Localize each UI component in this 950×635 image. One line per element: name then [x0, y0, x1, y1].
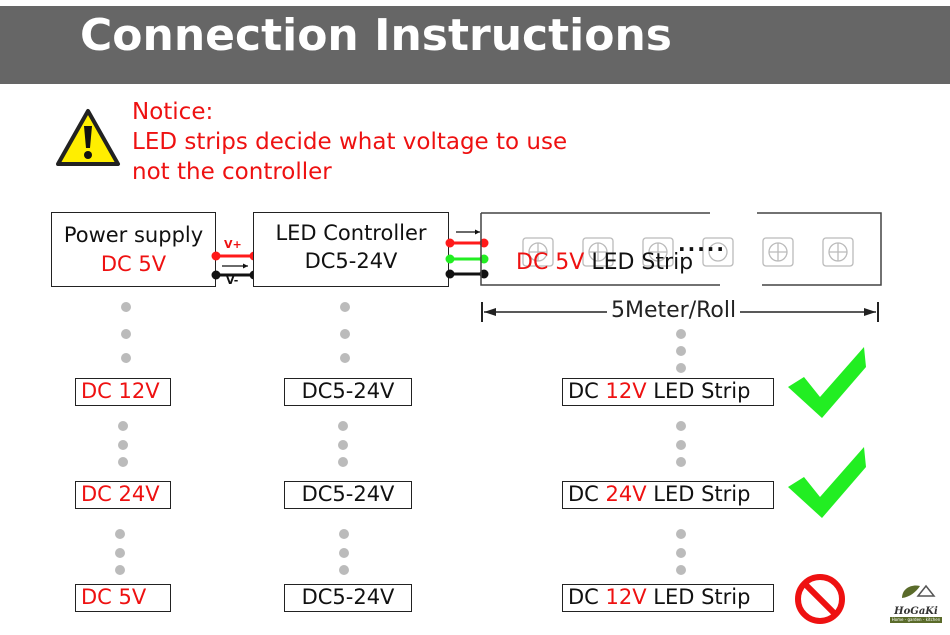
checkmark-icon	[788, 347, 866, 418]
row-2-strip: DC 24V LED Strip	[562, 481, 774, 509]
notice-line-2: not the controller	[132, 159, 332, 185]
connector-dot	[676, 329, 686, 339]
notice-line-1: LED strips decide what voltage to use	[132, 129, 568, 155]
header-bar	[0, 6, 950, 84]
row-2-supply: DC 24V	[75, 481, 171, 509]
brand-logo: HoGaKi Home - garden - kitchen	[890, 580, 942, 624]
connector-dot	[676, 565, 686, 575]
led-chip-icons	[522, 237, 854, 267]
row-3-strip: DC 12V LED Strip	[562, 584, 774, 612]
connector-dot	[676, 548, 686, 558]
prohibited-icon	[795, 574, 845, 624]
row-1-controller: DC5-24V	[284, 378, 412, 406]
positive-label: V+	[224, 238, 242, 251]
controller-box: LED Controller DC5-24V	[253, 212, 449, 287]
connector-dot	[121, 353, 131, 363]
connector-dot	[338, 457, 348, 467]
logo-tagline: Home - garden - kitchen	[890, 617, 942, 623]
connector-dot	[118, 440, 128, 450]
controller-voltage: DC5-24V	[304, 249, 398, 273]
power-supply-box: Power supply DC 5V	[51, 212, 216, 287]
length-label: 5Meter/Roll	[607, 298, 741, 323]
row-3-strip-voltage: 12V	[605, 585, 647, 609]
connector-dot	[676, 529, 686, 539]
connector-dot	[340, 353, 350, 363]
connector-dot	[676, 457, 686, 467]
row-1-strip-voltage: 12V	[605, 379, 647, 403]
power-supply-voltage: DC 5V	[100, 252, 167, 276]
strip-voltage: DC 5V	[516, 250, 585, 275]
connector-dot	[115, 565, 125, 575]
connector-dot	[676, 363, 686, 373]
row-2-strip-voltage: 24V	[605, 482, 647, 506]
connector-dot	[676, 440, 686, 450]
checkmark-icon	[788, 447, 866, 518]
connector-dot	[338, 421, 348, 431]
logo-name: HoGaKi	[894, 606, 938, 617]
row-3-supply: DC 5V	[75, 584, 171, 612]
connector-dot	[121, 302, 131, 312]
strip-ellipsis: .....	[678, 232, 726, 256]
connector-dot	[676, 346, 686, 356]
connector-dot	[339, 548, 349, 558]
strip-type: LED Strip	[591, 250, 694, 275]
row-3-controller: DC5-24V	[284, 584, 412, 612]
connector-dot	[338, 440, 348, 450]
connector-dot	[118, 421, 128, 431]
notice-heading: Notice:	[132, 99, 214, 125]
row-1-strip: DC 12V LED Strip	[562, 378, 774, 406]
led-strip	[480, 212, 882, 286]
power-supply-label: Power supply	[63, 223, 204, 247]
notice-text: Notice: LED strips decide what voltage t…	[132, 97, 567, 187]
warning-triangle-icon	[56, 109, 120, 166]
connector-dot	[115, 548, 125, 558]
negative-label: V-	[226, 274, 239, 287]
row-2-controller: DC5-24V	[284, 481, 412, 509]
connector-dot	[339, 565, 349, 575]
strip-label: DC 5V LED Strip	[516, 250, 693, 275]
connector-dot	[339, 529, 349, 539]
connector-dot	[121, 329, 131, 339]
connector-dot	[340, 302, 350, 312]
leaf-house-icon	[902, 584, 936, 598]
page-title: Connection Instructions	[80, 10, 672, 61]
connector-dot	[118, 457, 128, 467]
row-1-supply: DC 12V	[75, 378, 171, 406]
connector-dot	[340, 329, 350, 339]
controller-label: LED Controller	[275, 221, 427, 245]
connector-dot	[115, 529, 125, 539]
connector-dot	[676, 421, 686, 431]
strip-wires	[445, 229, 489, 279]
